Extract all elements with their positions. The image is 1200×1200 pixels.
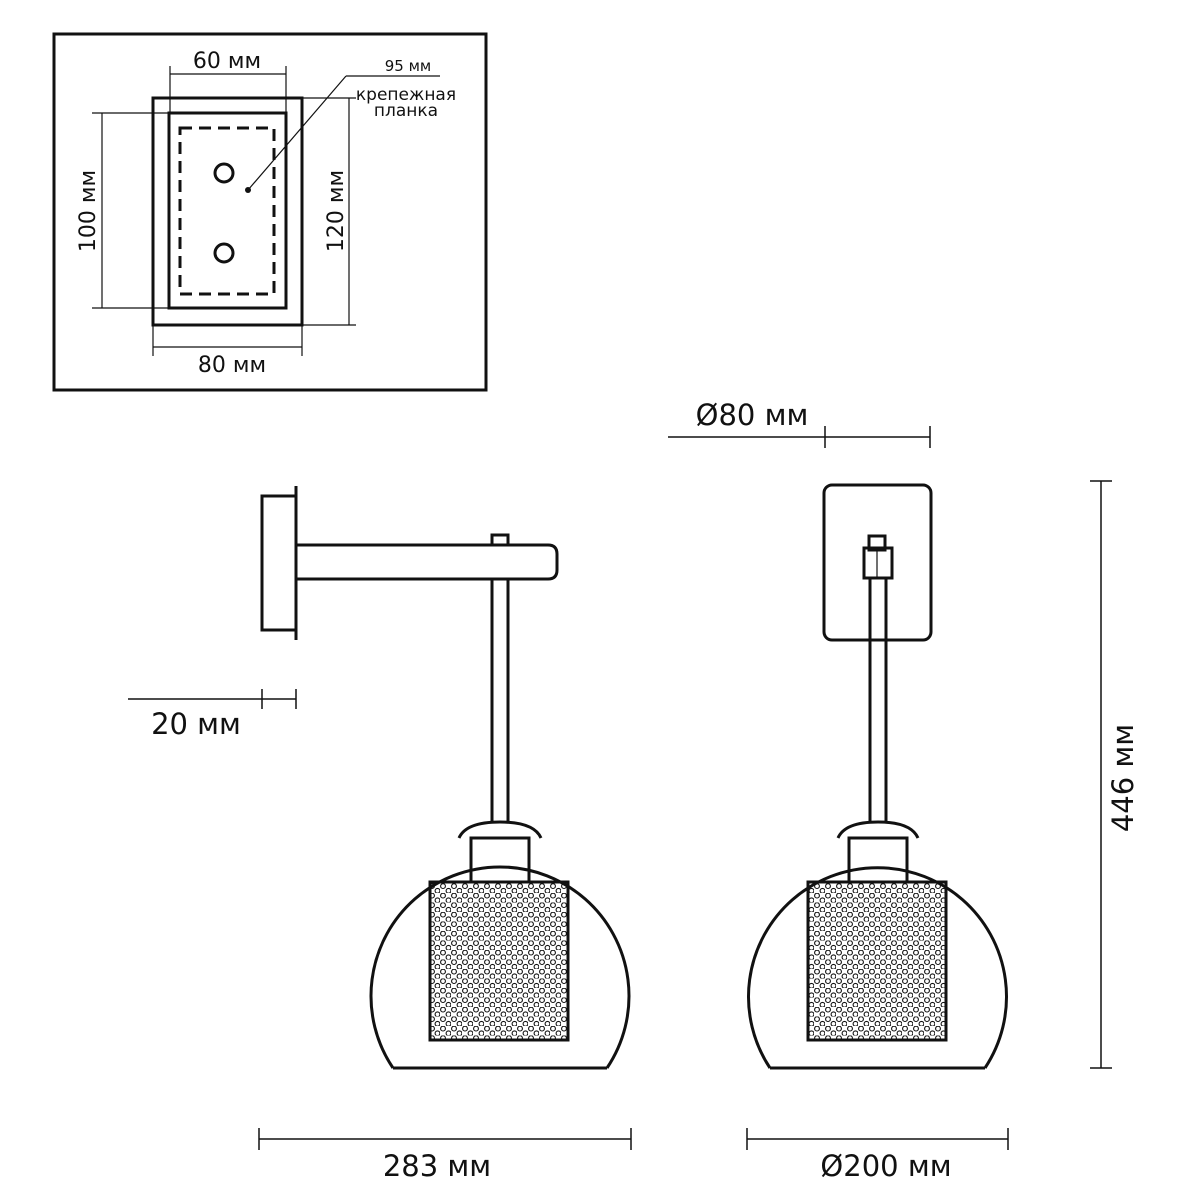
mesh-diffuser-side — [428, 880, 570, 1042]
arm-cap — [490, 533, 510, 547]
glass-globe-side — [369, 865, 631, 1069]
plate-inner-outline — [167, 111, 288, 310]
glass-globe-front — [747, 866, 1008, 1069]
shade-top-cap-front — [836, 820, 920, 839]
shade-top-cap — [457, 820, 543, 839]
dim-label-d80: Ø80 мм — [696, 398, 809, 432]
hinge-block — [862, 546, 894, 580]
wall-base-front — [822, 483, 933, 642]
callout-dot — [245, 187, 251, 193]
dim-label-60: 60 мм — [193, 49, 261, 74]
detail-frame — [52, 32, 488, 392]
dim-label-283: 283 мм — [383, 1149, 491, 1183]
mounting-bracket-dashed — [178, 126, 276, 296]
mesh-diffuser-front — [806, 880, 948, 1042]
front-view: Ø80 мм 446 мм Ø200 мм — [668, 398, 1140, 1183]
wall-base-side — [260, 494, 298, 632]
screw-hole-top — [213, 162, 235, 184]
bracket-label-line2: планка — [374, 101, 438, 121]
side-view: 20 мм 283 мм — [128, 486, 632, 1183]
dim-label-95: 95 мм — [385, 57, 432, 75]
mounting-plate-detail: 60 мм 95 мм крепежная планка 100 мм 120 … — [52, 32, 488, 392]
plate-outer-outline — [151, 96, 304, 327]
dim-label-120: 120 мм — [324, 170, 349, 252]
dim-label-80: 80 мм — [198, 353, 266, 378]
bracket-label-line1: крепежная — [356, 85, 456, 105]
dim-label-100: 100 мм — [76, 170, 101, 252]
wall-arm — [296, 543, 559, 581]
socket-holder-side — [469, 836, 531, 884]
dim-label-446: 446 мм — [1106, 724, 1140, 832]
dim-label-20: 20 мм — [151, 707, 241, 741]
dim-label-d200: Ø200 мм — [820, 1149, 951, 1183]
mesh-fill-front — [808, 882, 946, 1040]
mesh-fill-side — [430, 882, 568, 1040]
socket-holder-front — [847, 836, 909, 884]
screw-hole-bottom — [213, 242, 235, 264]
callout-leader — [247, 75, 347, 191]
